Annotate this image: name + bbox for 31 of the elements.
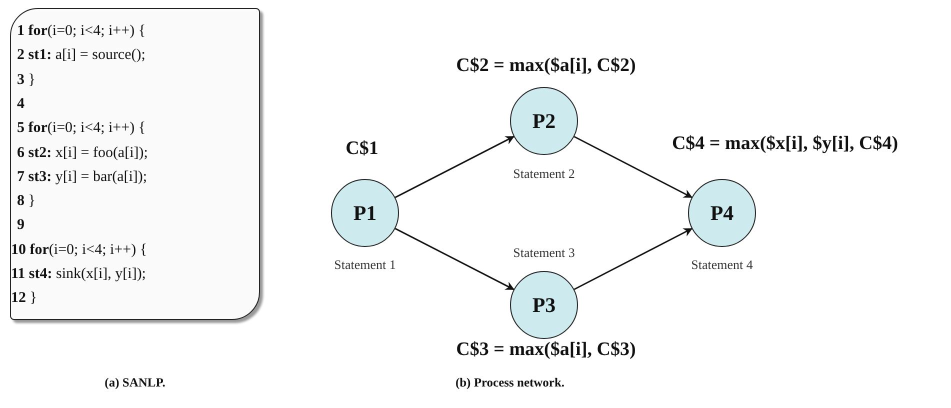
arrow (574, 136, 693, 198)
process-label: P1 (353, 200, 377, 226)
process-label: P2 (532, 108, 556, 134)
process-label: P4 (710, 200, 734, 226)
caption-text: (a) SANLP. (104, 376, 166, 390)
code-line: 12 } (11, 289, 37, 308)
code-line: 4 (17, 94, 24, 114)
statement-label: Statement 1 (334, 257, 396, 273)
code-line: 6 st2: x[i] = foo(a[i]); (17, 144, 148, 162)
code-line: 9 (17, 216, 24, 236)
statement-label: Statement 3 (513, 245, 575, 261)
code-line: 3 } (17, 70, 36, 90)
code-line: 10 for(i=0; i<4; i++) { (11, 240, 148, 260)
code-panel (10, 8, 260, 320)
statement-label: Statement 4 (691, 257, 753, 273)
caption-text: (b) Process network. (455, 376, 565, 390)
formula-text: C$2 = max($a[i], C$2) (456, 55, 636, 77)
code-line: 2 st1: a[i] = source(); (17, 46, 146, 66)
process-label: P3 (532, 292, 556, 318)
statement-label: Statement 2 (513, 166, 575, 182)
code-line: 1 for(i=0; i<4; i++) { (17, 22, 146, 41)
arrow (574, 228, 693, 290)
formula-text: C$1 (346, 138, 378, 160)
formula-text: C$3 = max($a[i], C$3) (456, 339, 636, 361)
code-line: 5 for(i=0; i<4; i++) { (17, 119, 146, 138)
arrow (394, 136, 515, 198)
code-line: 8 } (17, 192, 36, 212)
code-line: 11 st4: sink(x[i], y[i]); (11, 265, 146, 284)
arrow (394, 228, 515, 290)
code-line: 7 st3: y[i] = bar(a[i]); (17, 168, 148, 187)
formula-text: C$4 = max($x[i], $y[i], C$4) (672, 133, 898, 155)
